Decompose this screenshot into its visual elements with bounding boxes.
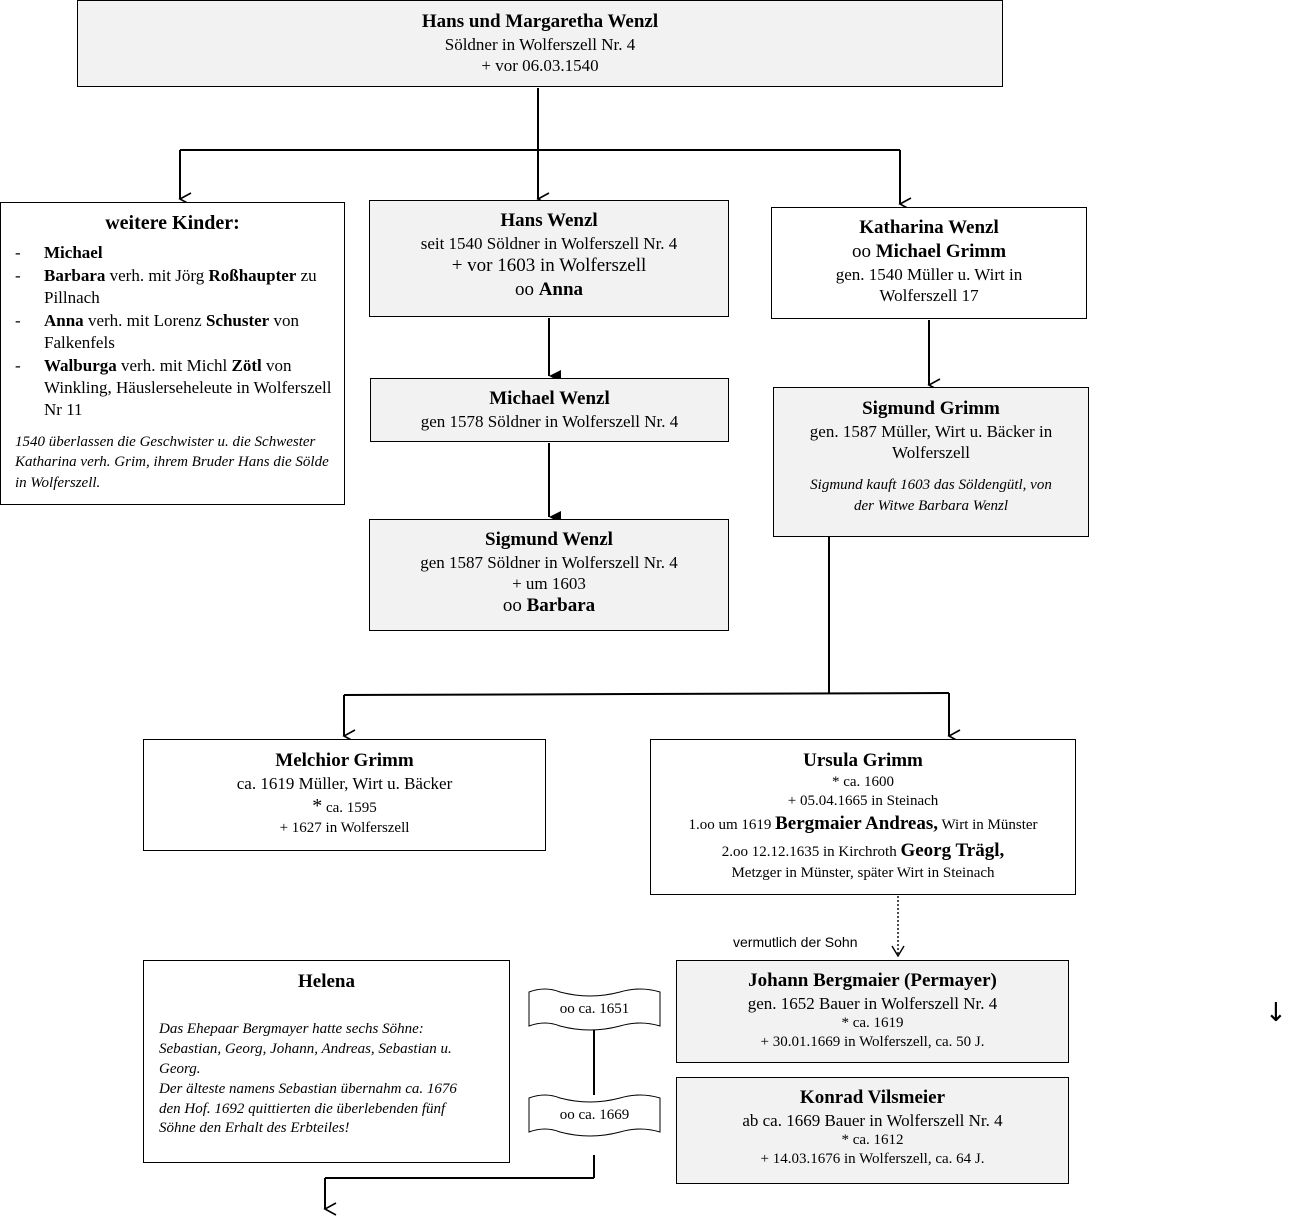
johann-bergmaier-born: * ca. 1619 — [841, 1015, 904, 1031]
sigmund-wenzl-line2: + um 1603 — [512, 574, 586, 593]
sigmund-wenzl-box: Sigmund Wenzl gen 1587 Söldner in Wolfer… — [369, 519, 729, 631]
ursula-grimm-died: + 05.04.1665 in Steinach — [787, 792, 939, 809]
ursula-grimm-box: Ursula Grimm * ca. 1600 + 05.04.1665 in … — [650, 739, 1076, 895]
michael-wenzl-box: Michael Wenzl gen 1578 Söldner in Wolfer… — [370, 378, 729, 442]
hans-wenzl-line2: + vor 1603 in Wolferszell — [451, 255, 647, 276]
dotted-son-arrowhead — [891, 945, 905, 958]
root-line1: Söldner in Wolferszell Nr. 4 — [444, 34, 636, 54]
list-item: -Michael — [15, 243, 103, 262]
melchior-grimm-title: Melchior Grimm — [275, 750, 414, 771]
list-item: -Anna verh. mit Lorenz Schuster von Falk… — [15, 311, 299, 352]
ursula-grimm-marriage2: 2.oo 12.12.1635 in Kirchroth Georg Trägl… — [721, 839, 1005, 861]
katharina-wenzl-marriage: oo Michael Grimm — [851, 240, 1007, 262]
root-title: Hans und Margaretha Wenzl — [421, 11, 659, 32]
melchior-grimm-died: + 1627 in Wolferszell — [279, 820, 410, 836]
helena-title: Helena — [298, 971, 355, 992]
helena-box: Helena Das Ehepaar Bergmayer hatte sechs… — [143, 960, 510, 1163]
root-line2: + vor 06.03.1540 — [481, 56, 599, 75]
melchior-grimm-box: Melchior Grimm ca. 1619 Müller, Wirt u. … — [143, 739, 546, 851]
son-label: vermutlich der Sohn — [733, 934, 858, 950]
other-children-title: weitere Kinder: — [105, 212, 240, 234]
katharina-wenzl-line2: Wolferszell 17 — [879, 285, 979, 305]
other-children-note: 1540 überlassen die Geschwister u. die S… — [15, 434, 329, 491]
hans-wenzl-marriage: oo Anna — [514, 278, 584, 300]
johann-bergmaier-died: + 30.01.1669 in Wolferszell, ca. 50 J. — [760, 1033, 985, 1050]
konrad-vilsmeier-died: + 14.03.1676 in Wolferszell, ca. 64 J. — [760, 1150, 985, 1167]
hans-wenzl-line1: seit 1540 Söldner in Wolferszell Nr. 4 — [420, 233, 678, 253]
johann-bergmaier-title: Johann Bergmaier (Permayer) — [748, 970, 997, 991]
sigmund-wenzl-line1: gen 1587 Söldner in Wolferszell Nr. 4 — [420, 552, 678, 572]
sigmund-grimm-box: Sigmund Grimm gen. 1587 Müller, Wirt u. … — [773, 387, 1089, 537]
johann-bergmaier-box: Johann Bergmaier (Permayer) gen. 1652 Ba… — [676, 960, 1069, 1063]
michael-wenzl-line1: gen 1578 Söldner in Wolferszell Nr. 4 — [420, 411, 679, 431]
sigmund-wenzl-title: Sigmund Wenzl — [485, 529, 613, 550]
katharina-wenzl-line1: gen. 1540 Müller u. Wirt in — [835, 264, 1023, 284]
ursula-grimm-born: * ca. 1600 — [831, 773, 895, 790]
other-children-box: weitere Kinder: -Michael -Barbara verh. … — [0, 202, 345, 505]
hans-wenzl-title: Hans Wenzl — [500, 210, 598, 231]
sigmund-grimm-note1: Sigmund kauft 1603 das Söldengütl, von — [810, 477, 1052, 494]
marriage-scroll-1-shape — [528, 988, 661, 1031]
melchior-grimm-line1: ca. 1619 Müller, Wirt u. Bäcker — [236, 773, 453, 793]
konrad-vilsmeier-line1: ab ca. 1669 Bauer in Wolferszell Nr. 4 — [742, 1110, 1003, 1130]
list-item: -Barbara verh. mit Jörg Roßhaupter zu Pi… — [15, 266, 317, 307]
ursula-grimm-marriage2-detail: Metzger in Münster, später Wirt in Stein… — [731, 865, 995, 882]
konrad-vilsmeier-born: * ca. 1612 — [841, 1132, 904, 1148]
konrad-vilsmeier-box: Konrad Vilsmeier ab ca. 1669 Bauer in Wo… — [676, 1077, 1069, 1184]
hans-wenzl-box: Hans Wenzl seit 1540 Söldner in Wolfersz… — [369, 200, 729, 317]
marriage-label-1: oo ca. 1651 — [559, 1001, 630, 1017]
sigmund-grimm-line2: Wolferszell — [892, 443, 970, 462]
sigmund-grimm-line1: gen. 1587 Müller, Wirt u. Bäcker in — [809, 421, 1053, 441]
helena-note: Das Ehepaar Bergmayer hatte sechs Söhne:… — [159, 1020, 457, 1137]
michael-wenzl-title: Michael Wenzl — [489, 388, 610, 409]
ursula-grimm-marriage1: 1.oo um 1619 Bergmaier Andreas, Wirt in … — [688, 813, 1038, 835]
marriage-label-2: oo ca. 1669 — [559, 1107, 630, 1123]
sigmund-grimm-title: Sigmund Grimm — [862, 398, 1000, 419]
sigmund-grimm-branch-bar — [343, 692, 950, 696]
melchior-grimm-born: * ca. 1595 — [312, 795, 377, 817]
down-arrow-icon: ↓ — [1265, 998, 1287, 1028]
johann-bergmaier-line1: gen. 1652 Bauer in Wolferszell Nr. 4 — [747, 993, 998, 1013]
root-box: Hans und Margaretha Wenzl Söldner in Wol… — [77, 0, 1003, 87]
katharina-wenzl-box: Katharina Wenzl oo Michael Grimm gen. 15… — [771, 207, 1087, 319]
sigmund-grimm-note2: der Witwe Barbara Wenzl — [853, 497, 1009, 514]
other-children-list: -Michael -Barbara verh. mit Jörg Roßhaup… — [1, 242, 344, 421]
konrad-vilsmeier-title: Konrad Vilsmeier — [799, 1087, 946, 1108]
ursula-grimm-title: Ursula Grimm — [803, 750, 923, 771]
sigmund-wenzl-marriage: oo Barbara — [502, 595, 596, 617]
katharina-wenzl-title: Katharina Wenzl — [859, 217, 999, 238]
marriage-scroll-2-shape — [528, 1094, 661, 1137]
list-item: -Walburga verh. mit Michl Zötl von Winkl… — [15, 356, 332, 419]
